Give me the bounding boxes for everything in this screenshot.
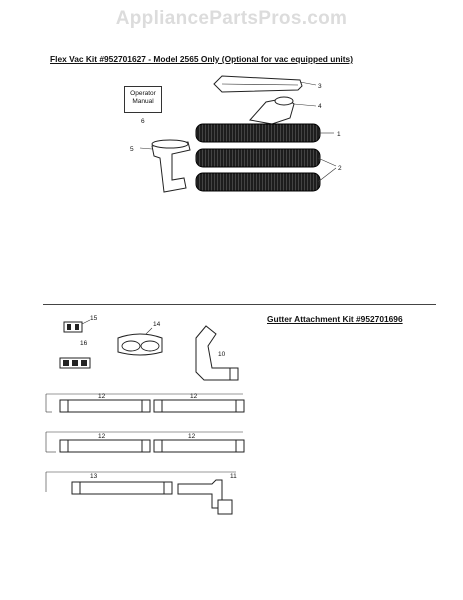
callout-15: 15	[90, 315, 98, 322]
wide-nozzle	[249, 96, 317, 125]
section-divider	[43, 304, 436, 305]
tube-and-elbow-row3	[45, 471, 236, 515]
callout-5: 5	[130, 146, 134, 153]
callout-13: 13	[90, 473, 98, 480]
vac-hose-2b	[195, 172, 321, 192]
callout-12-d: 12	[188, 433, 196, 440]
callout-12-c: 12	[98, 433, 106, 440]
watermark-logo: AppliancePartsPros.com	[115, 8, 348, 29]
elbow-pipe-10	[195, 325, 239, 381]
callout-1: 1	[337, 131, 341, 138]
flex-vac-kit-heading: Flex Vac Kit #952701627 - Model 2565 Onl…	[50, 54, 353, 64]
callout-12-b: 12	[190, 393, 198, 400]
callout-6: 6	[141, 118, 145, 125]
callout-2: 2	[338, 165, 342, 172]
connector-strap	[59, 357, 91, 369]
callout-11: 11	[230, 473, 237, 480]
operator-manual-box: Operator Manual	[124, 86, 162, 113]
manual-label-line2: Manual	[132, 98, 154, 105]
safety-goggles	[117, 327, 163, 356]
callout-16: 16	[80, 340, 88, 347]
gutter-kit-heading: Gutter Attachment Kit #952701696	[267, 314, 403, 324]
elbow-adapter	[139, 139, 191, 193]
vac-hose-2a	[195, 148, 321, 168]
extension-tube-row1	[45, 393, 245, 413]
extension-tube-row2	[45, 431, 245, 453]
callout-12-a: 12	[98, 393, 106, 400]
callout-4: 4	[318, 103, 322, 110]
clip-part	[63, 319, 91, 333]
manual-label-line1: Operator	[130, 90, 156, 97]
crevice-tool	[213, 75, 317, 93]
callout-14: 14	[153, 321, 161, 328]
callout-10: 10	[218, 351, 226, 358]
callout-3: 3	[318, 83, 322, 90]
vac-hose-1	[195, 123, 334, 143]
